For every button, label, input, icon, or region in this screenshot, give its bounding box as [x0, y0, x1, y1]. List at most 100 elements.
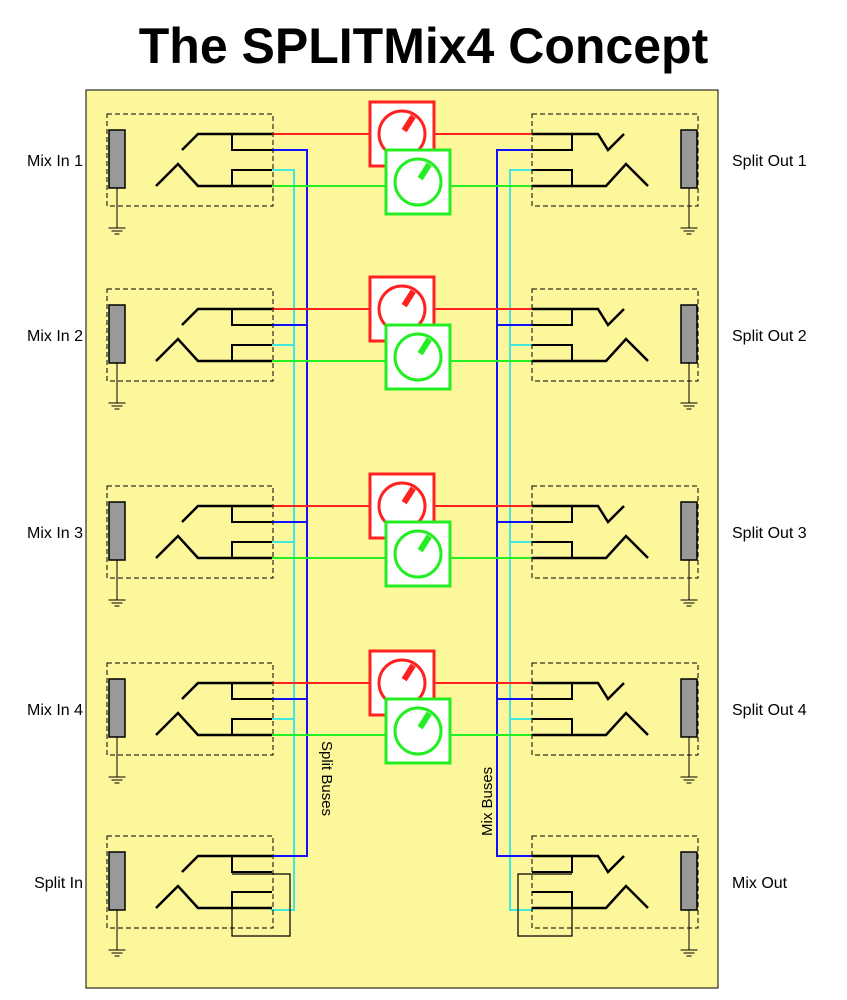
- knob-dial: [393, 706, 443, 756]
- jack-housing: [106, 662, 274, 756]
- left-jack-1: [106, 113, 274, 235]
- ring-contact: [155, 337, 272, 363]
- tip-contact: [181, 854, 272, 873]
- knob-pointer: [401, 289, 416, 308]
- jack-sleeve: [108, 304, 126, 364]
- left-jack-4: [106, 662, 274, 784]
- tip-switch: [231, 506, 272, 523]
- knob-ch4-ring: [384, 697, 452, 765]
- knob-pointer: [417, 711, 432, 730]
- left-jack-5: [106, 835, 274, 957]
- tip-contact: [532, 854, 625, 874]
- right-label: Split Out 1: [732, 153, 807, 170]
- right-jack-5: [531, 835, 699, 957]
- knob-pointer: [401, 486, 416, 505]
- mix-out-jumper: [517, 873, 573, 937]
- left-label: Split In: [34, 875, 83, 892]
- knob-pointer: [401, 663, 416, 682]
- ring-contact: [532, 534, 649, 560]
- ring-contact: [532, 162, 649, 188]
- tip-switch: [231, 683, 272, 700]
- jack-housing: [106, 835, 274, 929]
- tip-contact: [532, 504, 625, 524]
- ring-switch: [231, 891, 272, 908]
- jack-housing: [106, 288, 274, 382]
- jack-housing: [531, 485, 699, 579]
- tip-contact: [181, 681, 272, 700]
- wiring-layer: [231, 133, 573, 937]
- labels-layer: Mix In 1 Mix In 2 Mix In 3 Mix In 4 Split In…: [27, 153, 807, 892]
- left-jack-2: [106, 288, 274, 410]
- knob-ch1-tip: [368, 100, 436, 168]
- tip-switch: [532, 506, 573, 523]
- left-jack-3: [106, 485, 274, 607]
- left-label: Mix In 1: [27, 153, 83, 170]
- jack-sleeve: [680, 304, 698, 364]
- jack-sleeve: [108, 678, 126, 738]
- right-label: Split Out 4: [732, 702, 807, 719]
- right-label: Split Out 3: [732, 525, 807, 542]
- ring-switch: [231, 169, 272, 186]
- right-jack-2: [531, 288, 699, 410]
- ring-switch: [231, 344, 272, 361]
- tip-contact: [181, 132, 272, 151]
- jack-housing: [531, 835, 699, 929]
- right-jack-3: [531, 485, 699, 607]
- tip-switch: [532, 856, 573, 873]
- ring-contact: [155, 884, 272, 910]
- left-label: Mix In 3: [27, 525, 83, 542]
- ring-switch: [532, 541, 573, 558]
- ring-switch: [231, 541, 272, 558]
- jack-sleeve: [680, 129, 698, 189]
- ring-switch: [532, 344, 573, 361]
- jacks-layer: [106, 113, 699, 957]
- split-buses-label: Split Buses: [318, 741, 335, 816]
- ring-contact: [532, 337, 649, 363]
- knob-dial: [393, 529, 443, 579]
- jack-housing: [531, 113, 699, 207]
- ring-switch: [532, 718, 573, 735]
- knob-ch2-ring: [384, 323, 452, 391]
- tip-contact: [181, 504, 272, 523]
- tip-switch: [532, 309, 573, 326]
- jack-housing: [106, 113, 274, 207]
- jack-sleeve: [108, 129, 126, 189]
- knob-pointer: [417, 162, 432, 181]
- knobs-layer: [368, 100, 452, 765]
- tip-switch: [231, 134, 272, 151]
- mix-buses-label: Mix Buses: [479, 767, 496, 836]
- knob-ch3-ring: [384, 520, 452, 588]
- knob-pointer: [417, 534, 432, 553]
- right-label: Mix Out: [732, 875, 788, 892]
- ring-contact: [155, 711, 272, 737]
- left-label: Mix In 2: [27, 328, 83, 345]
- ring-contact: [532, 884, 649, 910]
- jack-sleeve: [108, 851, 126, 911]
- knob-dial: [393, 332, 443, 382]
- tip-contact: [532, 132, 625, 152]
- tip-switch: [532, 683, 573, 700]
- jack-housing: [531, 288, 699, 382]
- tip-switch: [532, 134, 573, 151]
- ring-contact: [532, 711, 649, 737]
- tip-switch: [231, 309, 272, 326]
- ring-contact: [155, 162, 272, 188]
- knob-pointer: [401, 114, 416, 133]
- tip-contact: [532, 307, 625, 327]
- jack-sleeve: [680, 501, 698, 561]
- right-jack-1: [531, 113, 699, 235]
- jack-housing: [106, 485, 274, 579]
- ring-contact: [155, 534, 272, 560]
- right-label: Split Out 2: [732, 328, 807, 345]
- knob-ch1-ring: [384, 148, 452, 216]
- ring-switch: [231, 718, 272, 735]
- tip-switch: [231, 856, 272, 873]
- knob-pointer: [417, 337, 432, 356]
- jack-sleeve: [680, 851, 698, 911]
- tip-contact: [181, 307, 272, 326]
- jack-sleeve: [108, 501, 126, 561]
- ring-switch: [532, 169, 573, 186]
- left-label: Mix In 4: [27, 702, 83, 719]
- diagram-title: The SPLITMix4 Concept: [138, 18, 709, 74]
